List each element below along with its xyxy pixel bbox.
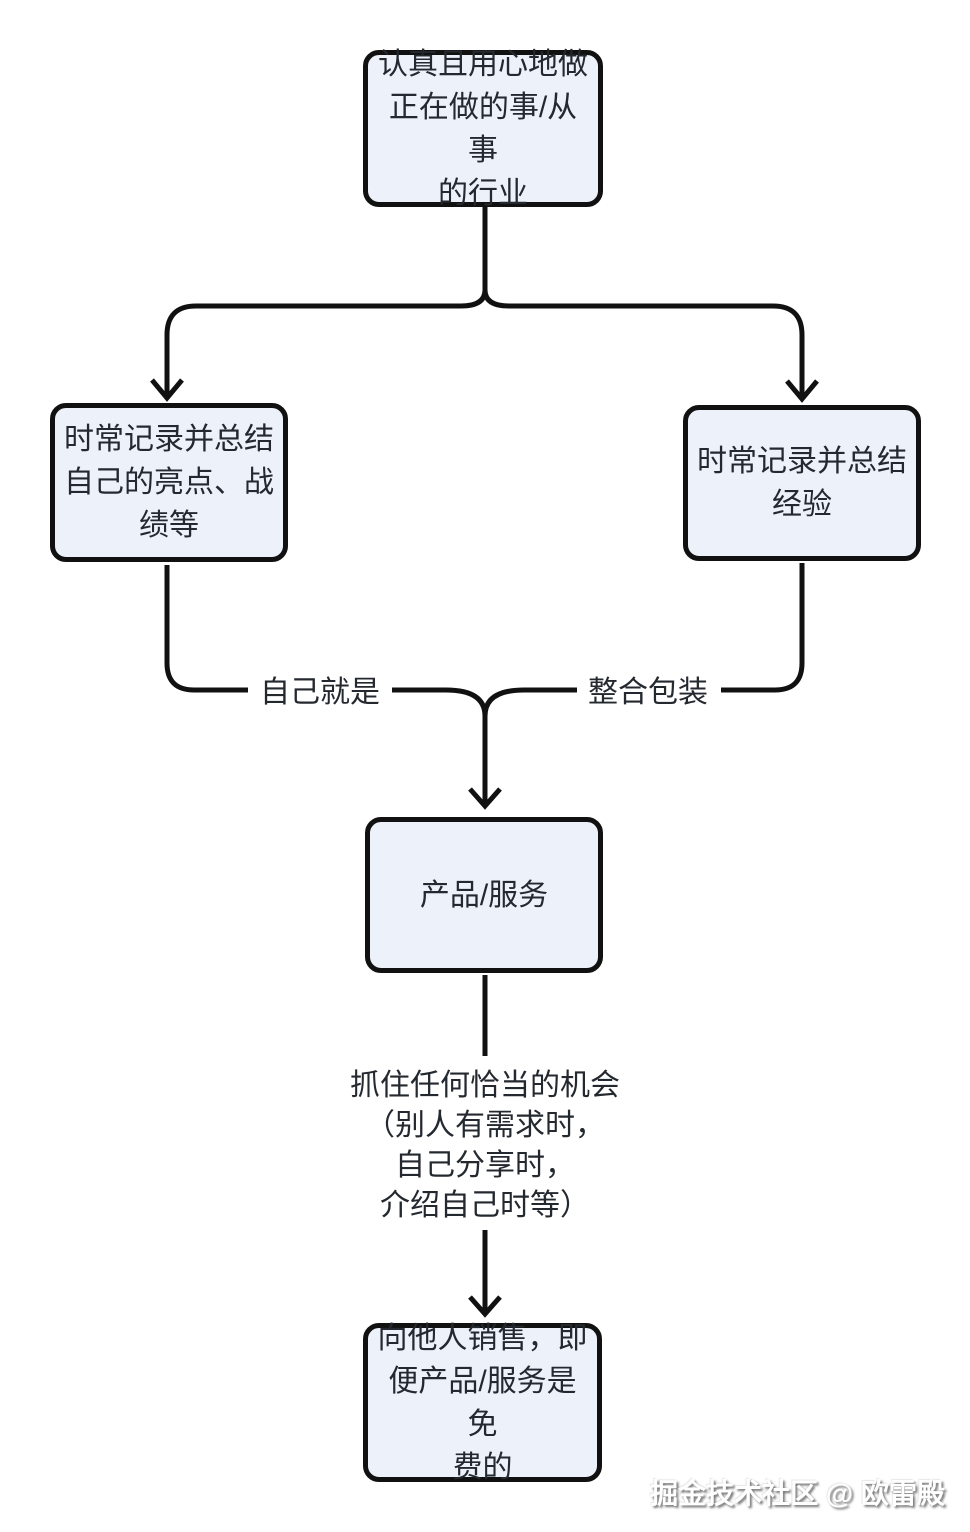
node-record-experience-label: 时常记录并总结 经验 [697, 445, 907, 521]
watermark: 掘金技术社区 @ 欧雷殿 [650, 1478, 945, 1509]
node-record-experience: 时常记录并总结 经验 [683, 405, 921, 561]
edge-label-to-merge-left [392, 687, 488, 717]
edge-label-opportunity: 抓住任何恰当的机会 （别人有需求时， 自己分享时， 介绍自己时等） [350, 1069, 620, 1222]
edge-right-to-label [721, 563, 805, 693]
node-record-highlights: 时常记录并总结 自己的亮点、战 绩等 [50, 403, 288, 562]
node-product-service-label: 产品/服务 [419, 878, 549, 912]
edge-left-to-label [164, 565, 248, 693]
node-sell-to-others-label: 向他人销售，即 便产品/服务是免 费的 [377, 1321, 588, 1484]
arrowhead-sell-node [468, 1295, 502, 1318]
edge-label-self-is: 自己就是 [260, 676, 380, 709]
node-record-highlights-label: 时常记录并总结 自己的亮点、战 绩等 [64, 423, 274, 542]
node-sell-to-others: 向他人销售，即 便产品/服务是免 费的 [363, 1322, 602, 1484]
node-do-your-work: 认真且用心地做 正在做的事/从事 的行业 [363, 48, 603, 210]
edge-split-left [164, 289, 488, 394]
node-product-service: 产品/服务 [365, 817, 603, 973]
arrowhead-product-node [468, 787, 502, 810]
edge-label-package: 整合包装 [588, 676, 708, 709]
arrowhead-right-node [785, 379, 819, 403]
edge-split-right [482, 289, 805, 395]
node-do-your-work-label: 认真且用心地做 正在做的事/从事 的行业 [378, 47, 588, 210]
arrowhead-left-node [150, 378, 184, 402]
edge-label-to-merge-right [482, 687, 577, 717]
